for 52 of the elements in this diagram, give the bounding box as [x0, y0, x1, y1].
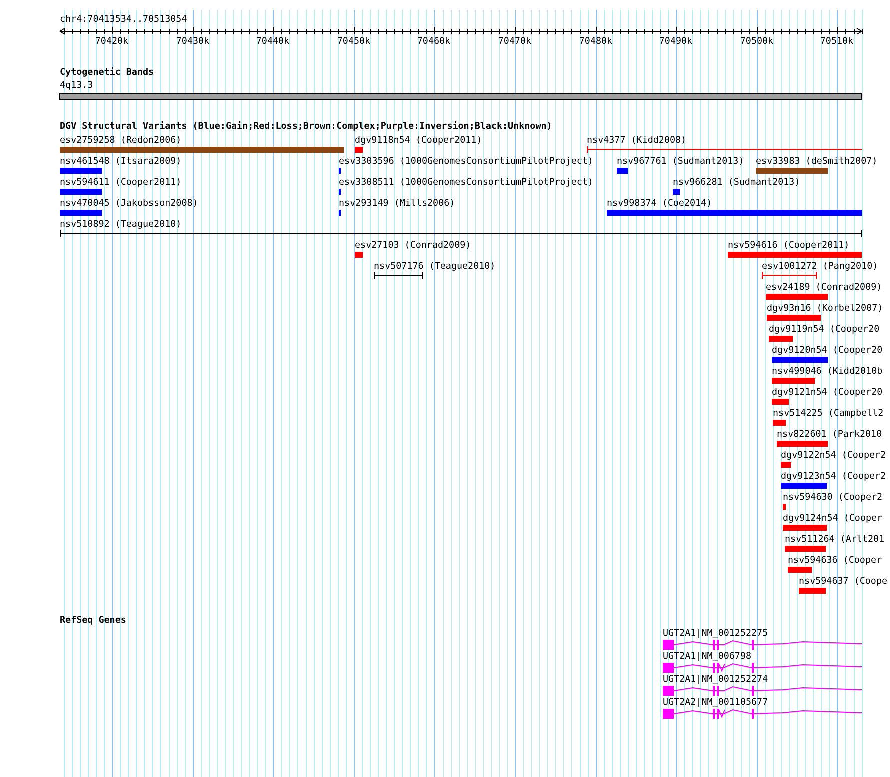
tick-label: 70450k [337, 36, 371, 48]
band-label: 4q13.3 [60, 80, 94, 92]
variant-label: nsv507176 (Teague2010) [374, 261, 496, 273]
tick-label: 70490k [659, 36, 693, 48]
variant-label: nsv461548 (Itsara2009) [60, 156, 182, 168]
variant-label: esv24189 (Conrad2009) [766, 282, 882, 294]
variant-label: dgv9119n54 (Cooper20 [769, 324, 880, 336]
variant-label: nsv967761 (Sudmant2013) [617, 156, 744, 168]
variant-label: esv3303596 (1000GenomesConsortiumPilotProject) [339, 156, 594, 168]
variant-label: nsv966281 (Sudmant2013) [673, 177, 800, 189]
tick-label: 70510k [820, 36, 854, 48]
tick-label: 70420k [95, 36, 129, 48]
variant-label: nsv514225 (Campbell2 [773, 408, 884, 420]
variant-label: dgv9123n54 (Cooper2 [781, 471, 886, 483]
variant-label: dgv9124n54 (Cooper [783, 513, 883, 525]
variant-label: nsv4377 (Kidd2008) [587, 135, 687, 147]
variant-label: nsv499046 (Kidd2010b [772, 366, 883, 378]
variant-label: nsv293149 (Mills2006) [339, 198, 456, 210]
variant-label: esv27103 (Conrad2009) [355, 240, 472, 252]
track-title: Cytogenetic Bands [60, 67, 154, 79]
gene-label: UGT2A1|NM_006798 [663, 651, 752, 663]
variant-label: nsv594637 (Coope [799, 576, 888, 588]
variant-label: esv33983 (deSmith2007) [756, 156, 878, 168]
variant-label: nsv594611 (Cooper2011) [60, 177, 182, 189]
tick-label: 70440k [256, 36, 290, 48]
variant-label: dgv9122n54 (Cooper2 [781, 450, 886, 462]
variant-label: dgv9120n54 (Cooper20 [772, 345, 883, 357]
variant-label: dgv9118n54 (Cooper2011) [355, 135, 482, 147]
tick-label: 70480k [579, 36, 613, 48]
variant-label: nsv998374 (Coe2014) [607, 198, 712, 210]
track-title: RefSeq Genes [60, 615, 126, 627]
variant-label: esv3308511 (1000GenomesConsortiumPilotProject) [339, 177, 594, 189]
tick-label: 70470k [498, 36, 532, 48]
coordinate-range: chr4:70413534..70513054 [60, 14, 188, 26]
variant-label: esv2759258 (Redon2006) [60, 135, 182, 147]
variant-label: dgv9121n54 (Cooper20 [772, 387, 883, 399]
tick-label: 70500k [740, 36, 774, 48]
tick-label: 70430k [176, 36, 210, 48]
gene-label: UGT2A1|NM_001252275 [663, 628, 768, 640]
gene-label: UGT2A2|NM_001105677 [663, 697, 768, 709]
variant-label: nsv511264 (Arlt201 [785, 534, 885, 546]
variant-label: nsv594636 (Cooper [788, 555, 882, 567]
variant-label: dgv93n16 (Korbel2007) [767, 303, 884, 315]
variant-label: nsv510892 (Teague2010) [60, 219, 182, 231]
variant-label: nsv594630 (Cooper2 [783, 492, 883, 504]
variant-label: nsv470045 (Jakobsson2008) [60, 198, 198, 210]
gene-label: UGT2A1|NM_001252274 [663, 674, 768, 686]
tick-label: 70460k [417, 36, 451, 48]
variant-label: nsv822601 (Park2010 [777, 429, 882, 441]
variant-label: esv1001272 (Pang2010) [762, 261, 878, 273]
variant-label: nsv594616 (Cooper2011) [728, 240, 850, 252]
track-title: DGV Structural Variants (Blue:Gain;Red:Loss;Brown:Complex;Purple:Inversion;Black:Unknown) [60, 121, 552, 133]
